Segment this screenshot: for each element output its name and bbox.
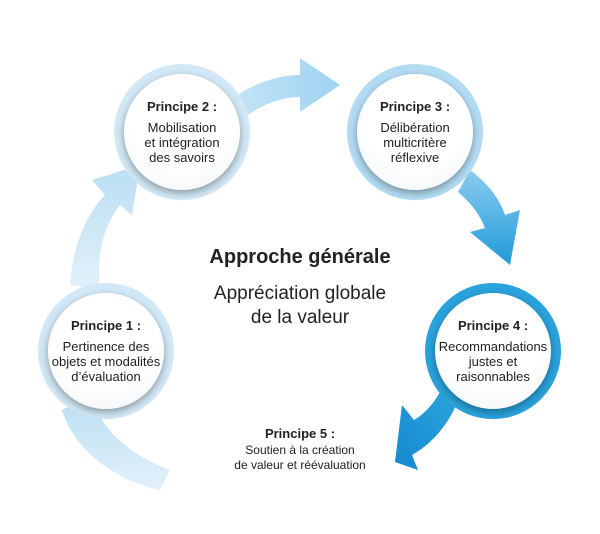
principle-1-line-3: d’évaluation: [71, 369, 141, 384]
principle-1-line-1: Pertinence des: [62, 339, 150, 354]
principle-4-line-3: raisonnables: [456, 369, 530, 384]
principle-2-line-3: des savoirs: [149, 150, 215, 165]
principle-5-line-2: de valeur et réévaluation: [234, 458, 366, 472]
center-subtitle-line-2: de la valeur: [250, 307, 350, 328]
principle-5-title: Principe 5 :: [264, 426, 336, 441]
principle-4-node[interactable]: Principe 4 : Recommandations justes et r…: [435, 293, 551, 409]
arrow-p2-to-p3: [230, 58, 340, 118]
center-subtitle: Appréciation globale de la valeur: [170, 282, 430, 330]
principle-2-line-1: Mobilisation: [147, 120, 217, 135]
principle-1-title: Principe 1 :: [70, 318, 142, 333]
principle-2-node[interactable]: Principe 2 : Mobilisation et intégration…: [124, 74, 240, 190]
arrow-p4-to-p5: [395, 380, 460, 470]
principle-5-line-1: Soutien à la création: [245, 443, 355, 457]
principle-3-title: Principe 3 :: [379, 99, 451, 114]
principle-3-line-1: Délibération: [380, 120, 450, 135]
principle-5-label[interactable]: Principe 5 : Soutien à la création de va…: [190, 426, 410, 473]
arrow-p5-to-p1: [62, 395, 170, 490]
principle-4-title: Principe 4 :: [457, 318, 529, 333]
arrow-p3-to-p4: [458, 170, 520, 265]
principle-2-title: Principe 2 :: [146, 99, 218, 114]
principle-1-node[interactable]: Principe 1 : Pertinence des objets et mo…: [48, 293, 164, 409]
center-title: Approche générale: [209, 246, 391, 268]
principle-4-line-2: justes et: [468, 354, 518, 369]
principle-3-line-3: réflexive: [390, 150, 440, 165]
principle-4-line-1: Recommandations: [438, 339, 548, 354]
principle-3-node[interactable]: Principe 3 : Délibération multicritère r…: [357, 74, 473, 190]
arrow-p1-to-p2: [70, 165, 140, 290]
principle-1-line-2: objets et modalités: [51, 354, 161, 369]
principle-3-line-2: multicritère: [383, 135, 447, 150]
principle-2-line-2: et intégration: [144, 135, 220, 150]
center-subtitle-line-1: Appréciation globale: [213, 283, 387, 304]
